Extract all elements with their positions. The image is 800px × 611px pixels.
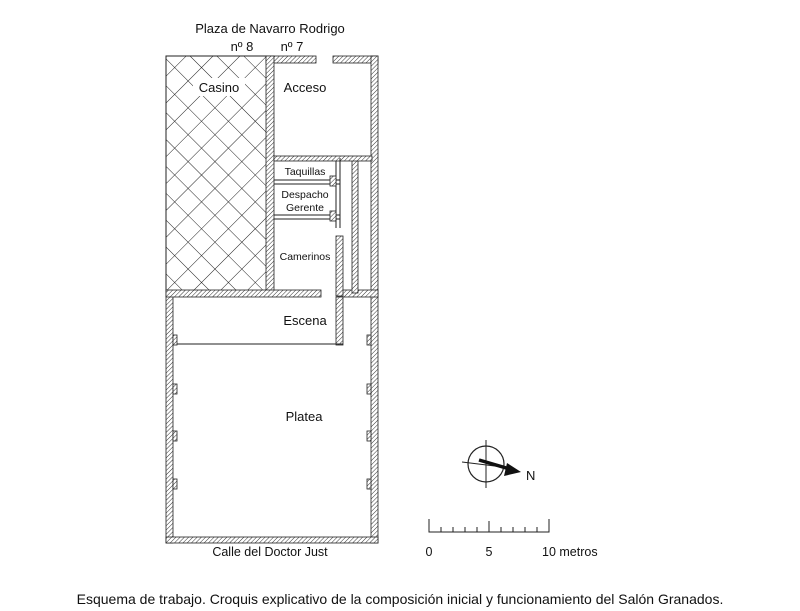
compass-icon [461, 440, 521, 488]
room-label-acceso: Acceso [284, 80, 327, 95]
scale-label-5: 5 [486, 545, 493, 559]
scale-label-0: 0 [426, 545, 433, 559]
walls [165, 55, 379, 544]
figure-caption: Esquema de trabajo. Croquis explicativo … [76, 591, 724, 607]
number-left-label: nº 8 [231, 39, 254, 54]
room-label-camerinos: Camerinos [280, 251, 331, 263]
scale-label-10: 10 metros [542, 545, 598, 559]
street-bottom-label: Calle del Doctor Just [212, 545, 328, 559]
room-label-taquillas: Taquillas [285, 166, 326, 178]
number-right-label: nº 7 [281, 39, 304, 54]
street-top-label: Plaza de Navarro Rodrigo [195, 21, 345, 36]
room-label-despacho: Despacho [281, 189, 328, 201]
room-label-casino: Casino [199, 80, 239, 95]
pilasters [172, 175, 372, 490]
partitions [173, 158, 343, 345]
room-label-escena: Escena [283, 313, 327, 328]
north-label: N [526, 468, 535, 483]
scale-bar [428, 519, 550, 533]
room-label-gerente: Gerente [286, 202, 324, 214]
room-label-platea: Platea [286, 409, 324, 424]
